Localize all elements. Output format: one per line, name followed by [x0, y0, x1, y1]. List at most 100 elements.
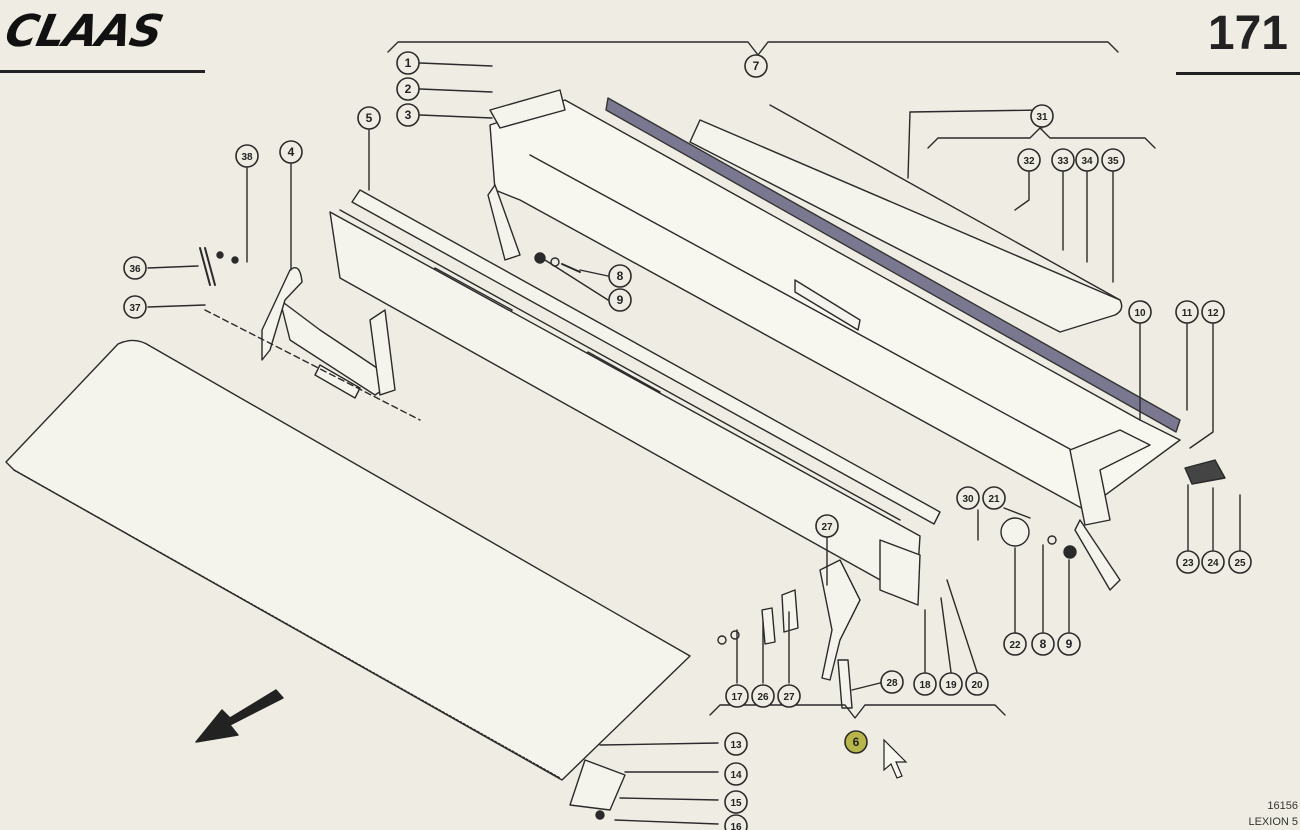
callout-circle: [724, 814, 748, 830]
rod-centerline: [204, 309, 421, 421]
callout-20: 20: [965, 672, 989, 696]
callout-label: 36: [129, 264, 141, 275]
callout-circle: [357, 106, 381, 130]
callout-circle: [1175, 300, 1199, 324]
callout-label: 34: [1081, 156, 1093, 167]
callout-15: 15: [724, 790, 748, 814]
callout-label: 6: [853, 735, 860, 749]
callout-circle: [724, 732, 748, 756]
callout-circle: [956, 486, 980, 510]
callout-label: 4: [288, 145, 295, 159]
callout-label: 19: [945, 680, 957, 691]
header-rule-right: [1176, 72, 1300, 75]
callout-13: 13: [724, 732, 748, 756]
callout-circle: [982, 486, 1006, 510]
callout-label: 15: [730, 798, 742, 809]
latch-plate: [879, 539, 921, 606]
callout-circle: [1031, 632, 1055, 656]
callout-label: 9: [1066, 637, 1073, 651]
callout-label: 25: [1234, 558, 1246, 569]
callout-34: 34: [1075, 148, 1099, 172]
callout-circle: [880, 670, 904, 694]
callout-24: 24: [1201, 550, 1225, 574]
washer-17: [730, 630, 740, 640]
spring-clip-28: [837, 659, 853, 709]
callout-17: 17: [725, 684, 749, 708]
callout-8: 8: [1031, 632, 1055, 656]
callout-30: 30: [956, 486, 980, 510]
callout-12: 12: [1201, 300, 1225, 324]
callout-label: 9: [617, 293, 624, 307]
hood-left-arm: [487, 184, 521, 261]
callout-circle: [279, 140, 303, 164]
callout-circle: [751, 684, 775, 708]
callout-28: 28: [880, 670, 904, 694]
callout-circle: [744, 54, 768, 78]
bolt-21: [1047, 535, 1057, 545]
callout-22: 22: [1003, 632, 1027, 656]
callout-circle: [724, 790, 748, 814]
washer-38b: [216, 251, 224, 259]
callout-label: 27: [821, 522, 833, 533]
beam-top-edge: [339, 209, 901, 521]
small-cover-line: [769, 104, 1121, 301]
callout-circle: [1201, 300, 1225, 324]
callout-38: 38: [235, 144, 259, 168]
callout-label: 20: [971, 680, 983, 691]
callout-9: 9: [1057, 632, 1081, 656]
callout-label: 18: [919, 680, 931, 691]
callout-circle: [396, 77, 420, 101]
callout-7: 7: [744, 54, 768, 78]
lever-hook: [261, 267, 303, 361]
latch-hook: [819, 559, 861, 681]
callout-label: 24: [1207, 558, 1219, 569]
bottom-bracket: [569, 759, 626, 811]
callout-14: 14: [724, 762, 748, 786]
cover-panel-edge: [13, 469, 561, 779]
header-rule-left: [0, 70, 205, 73]
lever-pipe: [369, 309, 396, 396]
callout-circle: [1075, 148, 1099, 172]
washer-38: [231, 256, 239, 264]
callout-circle: [1128, 300, 1152, 324]
callout-circle: [608, 264, 632, 288]
callout-27: 27: [777, 684, 801, 708]
callout-circle: [123, 256, 147, 280]
callout-21: 21: [982, 486, 1006, 510]
callout-label: 2: [405, 82, 412, 96]
callout-10: 10: [1128, 300, 1152, 324]
star-knob: [1000, 517, 1030, 547]
bolt-8-upper: [561, 263, 581, 273]
callout-16: 16: [724, 814, 748, 830]
callout-label: 35: [1107, 156, 1119, 167]
callout-label: 22: [1009, 640, 1021, 651]
leaders: [147, 62, 1241, 825]
callout-label: 3: [405, 108, 412, 122]
cover-panel: [5, 339, 691, 781]
callout-circle: [965, 672, 989, 696]
callout-11: 11: [1175, 300, 1199, 324]
callout-circle: [777, 684, 801, 708]
callout-label: 8: [1040, 637, 1047, 651]
callout-label: 13: [730, 740, 742, 751]
callout-circle: [815, 514, 839, 538]
long-shaft: [351, 189, 941, 525]
callout-37: 37: [123, 295, 147, 319]
grip-sleeve: [314, 364, 361, 399]
callout-label: 12: [1207, 308, 1219, 319]
group-bracket-31: [927, 127, 1156, 149]
callout-label: 27: [783, 692, 795, 703]
link-26: [761, 607, 776, 645]
callout-circle: [1051, 148, 1075, 172]
callout-circle: [1228, 550, 1252, 574]
callout-label: 32: [1023, 156, 1035, 167]
hood-inner-line: [529, 154, 1091, 461]
callout-2: 2: [396, 77, 420, 101]
callout-label: 37: [129, 303, 141, 314]
nut-9-upper: [534, 252, 546, 264]
hood-side-bracket: [489, 89, 566, 129]
top-rail: [605, 97, 1181, 433]
nut-16: [595, 810, 605, 820]
callout-circle: [396, 51, 420, 75]
callout-25: 25: [1228, 550, 1252, 574]
